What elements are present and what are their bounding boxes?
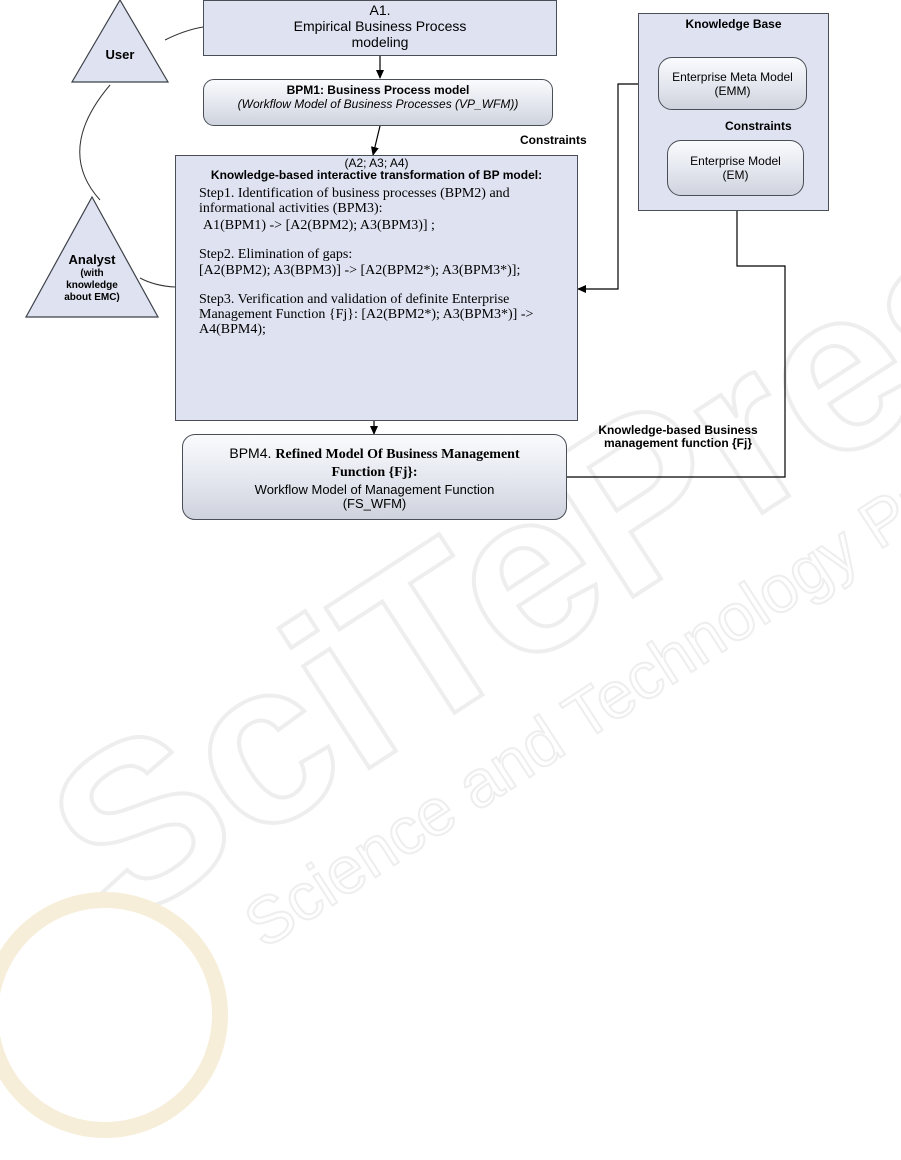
bpm1-title: BPM1: Business Process model <box>286 83 470 97</box>
bpm4-subtitle: Workflow Model of Management Function (F… <box>254 482 495 511</box>
transform-box: (A2; A3; A4) Knowledge-based interactive… <box>175 155 578 421</box>
emm-box: Enterprise Meta Model (EMM) <box>658 57 807 110</box>
transform-title: Knowledge-based interactive transformati… <box>210 168 543 182</box>
curve-user-analyst <box>79 84 111 201</box>
user-label: User <box>105 47 135 62</box>
bpm1-subtitle: (Workflow Model of Business Processes (V… <box>237 97 519 111</box>
watermark-logo <box>0 892 228 1138</box>
analyst-note: (with knowledge about EMC) <box>64 268 120 303</box>
transform-ids: (A2; A3; A4) <box>344 156 409 170</box>
step2-text: Step2. Elimination of gaps: <box>199 247 353 262</box>
user-triangle <box>70 0 170 83</box>
constraints-label: Constraints <box>520 133 587 147</box>
a1-id: A1. <box>369 2 391 18</box>
kb-inner-constraints: Constraints <box>725 119 792 133</box>
a1-title: Empirical Business Process modeling <box>293 18 467 50</box>
kb-title: Knowledge Base <box>685 17 782 31</box>
arrow-bpm4-em <box>567 195 786 478</box>
a1-box: A1. Empirical Business Process modeling <box>203 0 557 56</box>
analyst-triangle <box>24 195 160 318</box>
step1-text: Step1. Identification of business proces… <box>199 186 510 216</box>
arrow-bpm1-transform <box>370 125 381 156</box>
curve-analyst-transform <box>139 277 176 288</box>
kb-function-label: Knowledge-based Business management func… <box>598 423 758 450</box>
analyst-label: Analyst <box>68 252 116 267</box>
bpm1-box: BPM1: Business Process model (Workflow M… <box>203 79 553 126</box>
step1-formula: A1(BPM1) -> [A2(BPM2); A3(BPM3)] ; <box>203 218 435 233</box>
em-box: Enterprise Model (EM) <box>667 140 804 196</box>
step3-text: Step3. Verification and validation of de… <box>199 292 534 337</box>
bpm4-prefix: BPM4. <box>229 445 272 461</box>
curve-user-a1 <box>164 26 204 41</box>
bpm4-title: Refined Model Of Business Management Fun… <box>275 447 520 480</box>
bpm4-box: BPM4. Refined Model Of Business Manageme… <box>182 434 567 520</box>
step2-formula: [A2(BPM2); A3(BPM3)] -> [A2(BPM2*); A3(B… <box>199 263 521 278</box>
